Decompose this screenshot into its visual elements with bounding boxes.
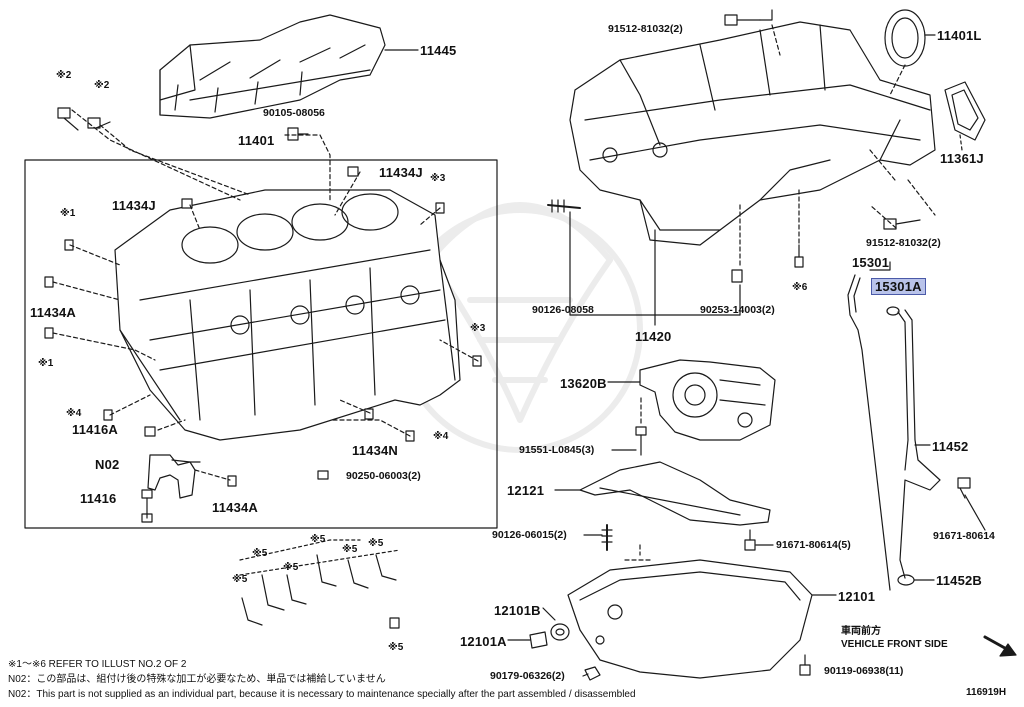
bolt-mid-6 xyxy=(794,244,804,268)
bolt-91512-top xyxy=(724,14,761,26)
bolt-91551 xyxy=(635,426,647,456)
vehicle-front-jp: 車両前方 xyxy=(841,626,881,637)
upper-oil-pan xyxy=(569,21,936,246)
mark-5a: ※5 xyxy=(310,534,326,545)
mark-4b: ※4 xyxy=(433,431,449,442)
baffle-plate xyxy=(579,461,771,526)
label-91551[interactable]: 91551-L0845(3) xyxy=(519,444,595,456)
label-11401[interactable]: 11401 xyxy=(238,133,275,148)
nut-90179 xyxy=(584,666,601,681)
cylinder-block xyxy=(114,189,461,441)
bolt-91671-right xyxy=(957,477,971,499)
mark-5e: ※5 xyxy=(283,562,299,573)
note-jp: N02：この部品は、組付け後の特殊な加工が必要なため、単品では補給していません xyxy=(8,674,386,685)
o-ring-15301A xyxy=(886,306,900,316)
label-90126-08058[interactable]: 90126-08058 xyxy=(532,304,594,316)
o-ring-11452B xyxy=(897,574,915,586)
mark-3a: ※3 xyxy=(430,173,446,184)
rear-oil-seal xyxy=(884,9,926,67)
block-inset-frame xyxy=(24,159,498,529)
retainer-gasket xyxy=(944,81,986,141)
vehicle-front-label: 車両前方 VEHICLE FRONT SIDE xyxy=(841,626,948,651)
label-91512-mid[interactable]: 91512-81032(2) xyxy=(866,237,941,249)
mark-1a: ※1 xyxy=(60,208,76,219)
oil-pump xyxy=(639,359,776,441)
mark-5f: ※5 xyxy=(232,574,248,585)
block-leaders xyxy=(52,109,479,481)
clip-group xyxy=(241,554,400,629)
label-12101[interactable]: 12101 xyxy=(838,589,876,604)
label-15301[interactable]: 15301 xyxy=(852,255,890,270)
label-90179[interactable]: 90179-06326(2) xyxy=(490,670,565,682)
label-12121[interactable]: 12121 xyxy=(507,483,545,498)
leader-15301 xyxy=(869,261,891,271)
mark-2a: ※2 xyxy=(56,70,72,81)
mark-3b: ※3 xyxy=(470,323,486,334)
label-13620B[interactable]: 13620B xyxy=(560,376,607,391)
label-90250[interactable]: 90250-06003(2) xyxy=(346,470,421,482)
label-90126-06015[interactable]: 90126-06015(2) xyxy=(492,529,567,541)
label-11452B[interactable]: 11452B xyxy=(936,573,983,588)
clip-dashes xyxy=(239,539,401,576)
label-11434A-left[interactable]: 11434A xyxy=(30,305,77,320)
label-90253[interactable]: 90253-14003(2) xyxy=(700,304,775,316)
upper-pan-dashed-leaders xyxy=(739,24,936,269)
note-en: N02：This part is not supplied as an indi… xyxy=(8,689,636,700)
drain-plug xyxy=(529,623,570,649)
mark-4a: ※4 xyxy=(66,408,82,419)
label-11452[interactable]: 11452 xyxy=(932,439,969,454)
dipstick-guide xyxy=(897,309,941,579)
bolt-91512-mid xyxy=(883,218,921,230)
mark-6: ※6 xyxy=(792,282,808,293)
mark-5g: ※5 xyxy=(388,642,404,653)
label-91671-right[interactable]: 91671-80614 xyxy=(933,530,995,542)
label-11416A[interactable]: 11416A xyxy=(72,422,119,437)
stud-90126-08058 xyxy=(547,199,581,213)
engine-cover xyxy=(159,14,386,119)
label-90105[interactable]: 90105-08056 xyxy=(263,107,325,119)
label-11434J-left[interactable]: 11434J xyxy=(112,198,156,213)
oil-level-gauge xyxy=(847,274,891,591)
label-12101B[interactable]: 12101B xyxy=(494,603,541,618)
label-12101A[interactable]: 12101A xyxy=(460,634,507,649)
label-11445[interactable]: 11445 xyxy=(420,43,457,58)
label-11420[interactable]: 11420 xyxy=(635,329,672,344)
vehicle-front-en: VEHICLE FRONT SIDE xyxy=(841,638,948,650)
mark-5c: ※5 xyxy=(368,538,384,549)
label-11434J-right[interactable]: 11434J xyxy=(379,165,423,180)
bolt-90105 xyxy=(287,127,309,141)
label-11416[interactable]: 11416 xyxy=(80,491,117,506)
lower-oil-pan xyxy=(567,559,813,679)
label-91671-5[interactable]: 91671-80614(5) xyxy=(776,539,851,551)
mark-5b: ※5 xyxy=(342,544,358,555)
mark-5d: ※5 xyxy=(252,548,268,559)
label-11434A-bottom[interactable]: 11434A xyxy=(212,500,259,515)
pan-dashes xyxy=(624,544,651,561)
note-refer: ※1～※6 REFER TO ILLUST NO.2 OF 2 xyxy=(8,659,187,670)
bearing-cap-bolt xyxy=(141,489,153,523)
illustration-ref-number: 116919H xyxy=(966,687,1007,698)
label-11361J[interactable]: 11361J xyxy=(940,151,984,166)
label-91512-top[interactable]: 91512-81032(2) xyxy=(608,23,683,35)
label-90119[interactable]: 90119-06938(11) xyxy=(824,665,904,677)
stud-90126-06015 xyxy=(601,524,613,551)
label-15301A[interactable]: 15301A xyxy=(871,278,926,295)
leader-91671-right xyxy=(964,494,986,531)
label-11401L[interactable]: 11401L xyxy=(937,28,982,43)
bearing-cap xyxy=(147,454,201,499)
label-N02[interactable]: N02 xyxy=(95,457,120,472)
dowel-90253 xyxy=(731,269,743,283)
mark-2b: ※2 xyxy=(94,80,110,91)
front-arrow-head xyxy=(999,643,1017,657)
upper-pan-leaders xyxy=(569,9,773,326)
leader-12101B xyxy=(542,607,556,621)
label-11434N[interactable]: 11434N xyxy=(352,443,399,458)
leader-11361J xyxy=(959,134,963,151)
bolt-90119 xyxy=(799,654,811,676)
bolt-91671-5 xyxy=(744,529,756,551)
mark-1b: ※1 xyxy=(38,358,54,369)
leader-90179 xyxy=(582,673,589,677)
